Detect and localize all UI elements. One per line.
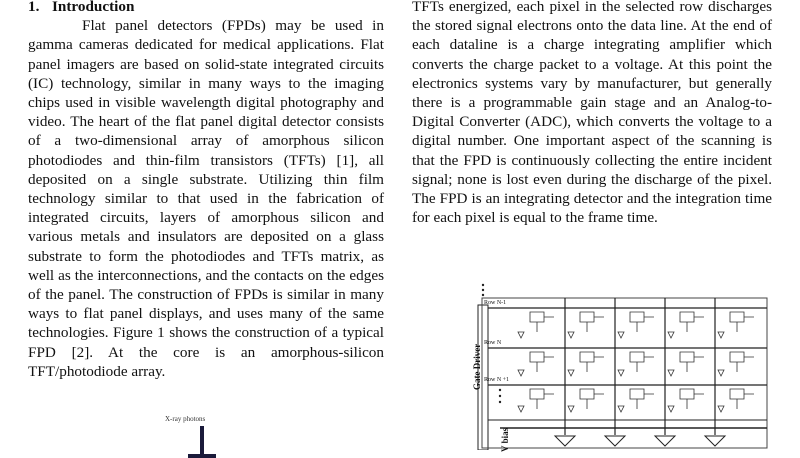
xray-photons-label: X-ray photons — [165, 415, 206, 423]
ellipsis-dot — [498, 400, 502, 404]
photodiode-icons — [517, 331, 725, 413]
row-label-n-plus-1: Row N +1 — [484, 377, 510, 383]
section-heading: 1. Introduction — [28, 0, 384, 16]
ellipsis-dot — [481, 283, 485, 287]
pixel-cells — [529, 311, 754, 409]
row-label-n-minus-1: Row N-1 — [484, 300, 507, 306]
xray-arrow-icon — [200, 426, 204, 456]
ellipsis-dot — [498, 388, 502, 392]
row-label-n: Row N — [484, 340, 502, 346]
pixel-array-circuit-figure: Gate Driver V bias Row N-1 Row N Row N +… — [470, 280, 770, 452]
ellipsis-dot — [481, 293, 485, 297]
ellipsis-dot — [481, 288, 485, 292]
circuit-diagram — [477, 283, 768, 451]
figure-1-fpd-construction: X-ray photons — [150, 412, 260, 458]
gate-driver-label: Gate Driver — [472, 343, 482, 390]
intro-paragraph: Flat panel detectors (FPDs) may be used … — [28, 17, 384, 380]
xray-arrow-base — [188, 454, 216, 458]
amplifier-icons — [553, 435, 727, 447]
array-frame — [481, 297, 768, 449]
readout-paragraph: TFTs energized, each pixel in the select… — [412, 0, 772, 227]
section-title: Introduction — [52, 0, 135, 15]
vbias-label: V bias — [500, 427, 510, 452]
section-number: 1. — [28, 0, 40, 15]
left-column: 1. Introduction Flat panel detectors (FPD… — [28, 0, 384, 381]
right-column: TFTs energized, each pixel in the select… — [412, 0, 772, 227]
ellipsis-dot — [498, 394, 502, 398]
